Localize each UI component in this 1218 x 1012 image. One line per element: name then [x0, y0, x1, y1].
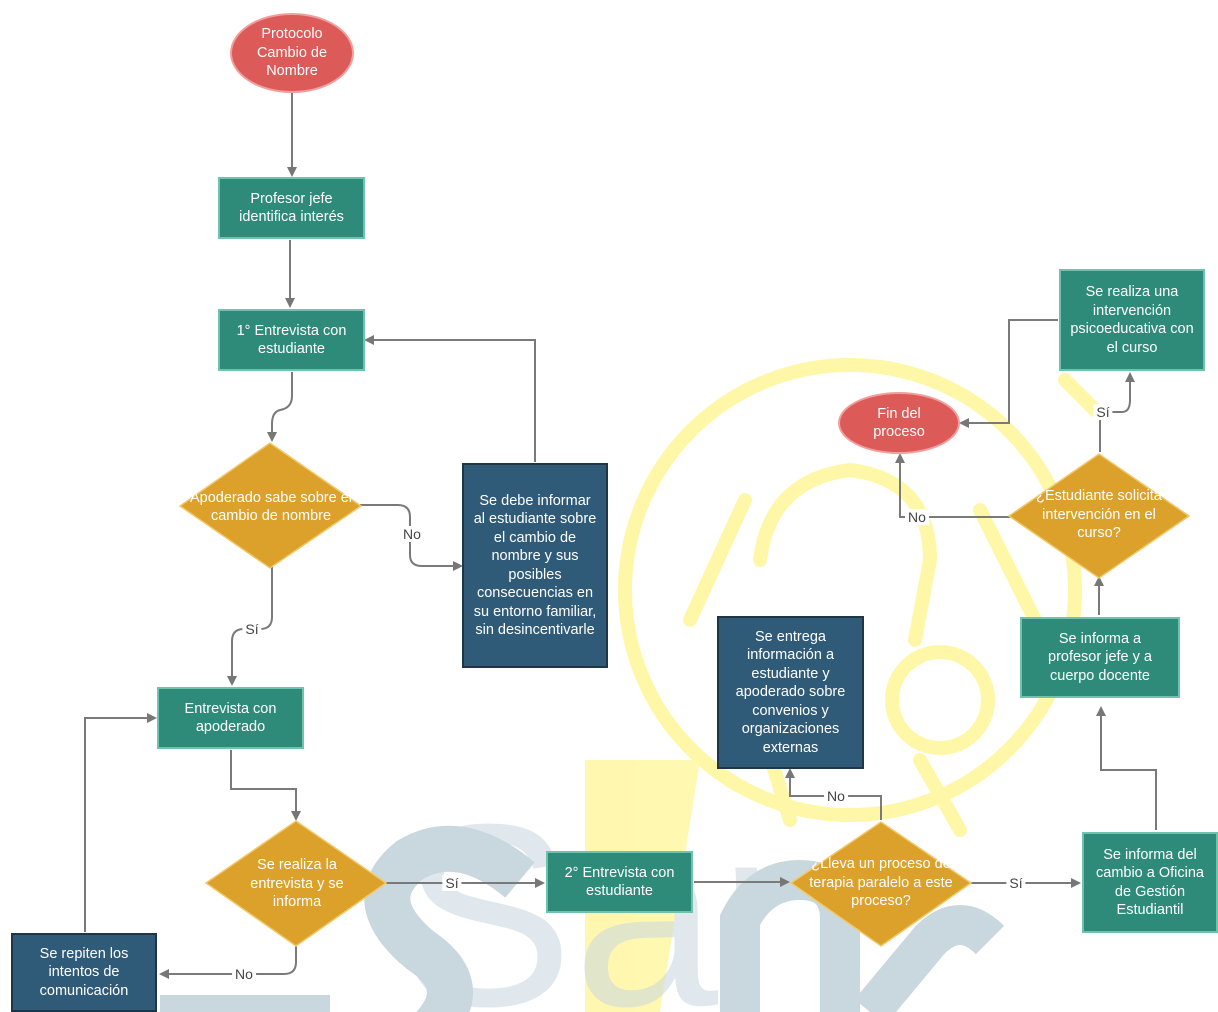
decision-shape-apoderado	[178, 442, 363, 569]
step-profesor-identifica: Profesor jefe identifica interés	[218, 177, 365, 239]
step-entrevista-apoderado-label: Entrevista con apoderado	[184, 700, 277, 736]
step-entrevista-apoderado: Entrevista con apoderado	[157, 687, 304, 749]
step-entrevista2-label: 2° Entrevista con estudiante	[564, 864, 675, 900]
edge-label-apoderado-si: Sí	[242, 621, 262, 637]
decision-apoderado-sabe: Apoderado sabe sobre el cambio de nombre	[189, 489, 353, 525]
edge-decision-no-to-repetir	[159, 946, 297, 979]
decision-shape-terapia	[789, 821, 973, 947]
step-informa-oficina: Se informa del cambio a Oficina de Gesti…	[1082, 832, 1218, 933]
edge-label-intervencion-no: No	[905, 509, 929, 525]
edge-label-terapia-si: Sí	[1006, 875, 1026, 891]
edge-entrevista-apoderado-to-decision	[230, 750, 301, 821]
edge-repetir-to-entrevista-apoderado	[84, 713, 157, 932]
edge-label-intervencion-si: Sí	[1093, 404, 1113, 420]
step-entrevista1-label: 1° Entrevista con estudiante	[236, 322, 347, 358]
step-informa-profesor-label: Se informa a profesor jefe y a cuerpo do…	[1048, 630, 1152, 684]
start-terminal-label: Protocolo Cambio de Nombre	[256, 26, 328, 80]
end-terminal-label: Fin del proceso	[873, 405, 925, 441]
step-entrevista1: 1° Entrevista con estudiante	[218, 309, 365, 371]
edge-decision-no-to-fin	[895, 453, 1010, 518]
decision-shape-entrevista	[204, 820, 388, 947]
start-terminal: Protocolo Cambio de Nombre	[230, 13, 354, 93]
edge-label-entrevista-si: Sí	[442, 875, 462, 891]
step-profesor-identifica-label: Profesor jefe identifica interés	[239, 190, 344, 226]
step-intervencion: Se realiza una intervención psicoeducati…	[1059, 269, 1205, 371]
step-informa-profesor: Se informa a profesor jefe y a cuerpo do…	[1020, 617, 1180, 698]
decision-shape-intervencion	[1007, 453, 1191, 579]
step-entrevista2: 2° Entrevista con estudiante	[546, 851, 693, 913]
edge-intervencion-to-fin	[959, 319, 1058, 428]
edge-informar-to-entrevista1	[364, 335, 536, 462]
step-repetir-intentos-label: Se repiten los intentos de comunicación	[39, 945, 129, 999]
step-repetir-intentos: Se repiten los intentos de comunicación	[11, 933, 157, 1012]
step-informar-estudiante-label: Se debe informar al estudiante sobre el …	[473, 492, 597, 639]
step-informar-estudiante: Se debe informar al estudiante sobre el …	[462, 463, 608, 668]
step-entrega-info-label: Se entrega información a estudiante y ap…	[735, 628, 846, 756]
step-intervencion-label: Se realiza una intervención psicoeducati…	[1070, 284, 1194, 356]
edge-label-terapia-no: No	[824, 788, 848, 804]
end-terminal: Fin del proceso	[838, 392, 960, 454]
decision-entrevista: Se realiza la entrevista y se informa	[250, 857, 344, 911]
step-informa-oficina-label: Se informa del cambio a Oficina de Gesti…	[1096, 846, 1204, 919]
edge-label-apoderado-no: No	[400, 526, 424, 542]
edge-oficina-to-informa-profesor	[1096, 706, 1157, 830]
edge-entrevista1-to-decision	[267, 372, 293, 442]
decision-intervencion: ¿Estudiante solicita intervención en el …	[1036, 488, 1162, 542]
step-entrega-info: Se entrega información a estudiante y ap…	[717, 616, 864, 769]
edge-label-entrevista-no: No	[232, 966, 256, 982]
decision-terapia: ¿Lleva un proceso de terapia paralelo a …	[809, 856, 953, 910]
